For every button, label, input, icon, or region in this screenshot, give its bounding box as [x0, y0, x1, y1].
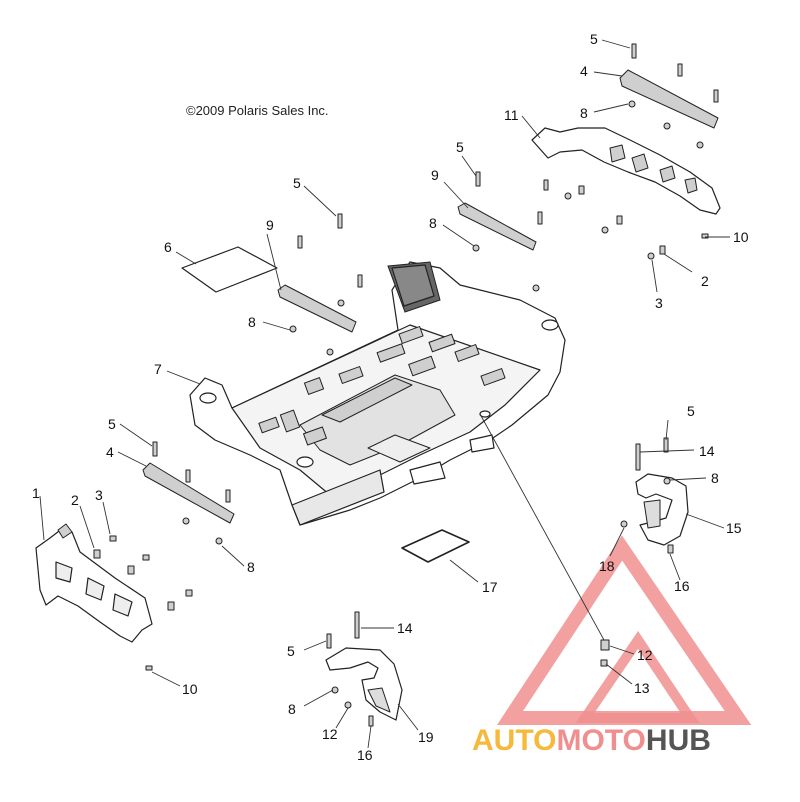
callout-16: 16	[674, 578, 690, 594]
svg-text:AUTOMOTOHUB: AUTOMOTOHUB	[472, 724, 711, 757]
bracket-left	[277, 284, 357, 333]
callout-9: 9	[431, 167, 439, 183]
callout-17: 17	[482, 579, 498, 595]
cargo-box	[189, 261, 566, 526]
callout-5: 5	[287, 643, 295, 659]
callout-9: 9	[266, 217, 274, 233]
callout-14: 14	[397, 620, 413, 636]
side-bracket-bottom	[325, 647, 403, 721]
callout-3: 3	[655, 295, 663, 311]
callout-2: 2	[71, 492, 79, 508]
callout-19: 19	[418, 729, 434, 745]
callout-13: 13	[634, 680, 650, 696]
callout-5: 5	[687, 403, 695, 419]
rear-bumper	[531, 127, 721, 215]
leader-lines	[39, 39, 730, 749]
callout-7: 7	[154, 361, 162, 377]
bracket-upper	[619, 69, 719, 129]
callout-5: 5	[293, 175, 301, 191]
side-bracket-right	[635, 473, 689, 546]
callout-4: 4	[106, 444, 114, 460]
fasteners	[93, 43, 719, 727]
callout-6: 6	[164, 239, 172, 255]
copyright-text: ©2009 Polaris Sales Inc.	[186, 103, 329, 118]
bracket-lower	[142, 462, 235, 524]
front-bumper	[35, 523, 153, 643]
callout-10: 10	[733, 229, 749, 245]
callout-11: 11	[504, 107, 519, 123]
callout-1: 1	[32, 485, 40, 501]
callout-2: 2	[701, 273, 709, 289]
callout-5: 5	[456, 139, 464, 155]
callout-18: 18	[599, 558, 615, 574]
callout-8: 8	[248, 314, 256, 330]
callout-5: 5	[108, 416, 116, 432]
callout-3: 3	[95, 487, 103, 503]
callout-15: 15	[726, 520, 742, 536]
watermark-text: AUTOMOTOHUB	[472, 724, 711, 757]
watermark-auto: AUTO	[472, 724, 556, 757]
callout-5: 5	[590, 31, 598, 47]
decal-panel	[181, 246, 278, 293]
floor-mat	[401, 529, 470, 563]
callout-14: 14	[699, 443, 715, 459]
callout-8: 8	[288, 701, 296, 717]
callout-12: 12	[637, 647, 653, 663]
callout-8: 8	[247, 559, 255, 575]
callout-8: 8	[711, 470, 719, 486]
callout-16: 16	[357, 747, 373, 763]
callout-12: 12	[322, 726, 338, 742]
watermark-hub: HUB	[646, 724, 711, 757]
callout-10: 10	[182, 681, 198, 697]
callout-4: 4	[580, 63, 588, 79]
watermark-moto: MOTO	[556, 724, 645, 757]
watermark-logo	[497, 535, 752, 725]
callout-8: 8	[580, 105, 588, 121]
callout-8: 8	[429, 215, 437, 231]
callout-labels: 5 4 8 11 5 9 8 10 2 3 5 9 6 8 7 5 4 1 2 …	[32, 31, 749, 763]
